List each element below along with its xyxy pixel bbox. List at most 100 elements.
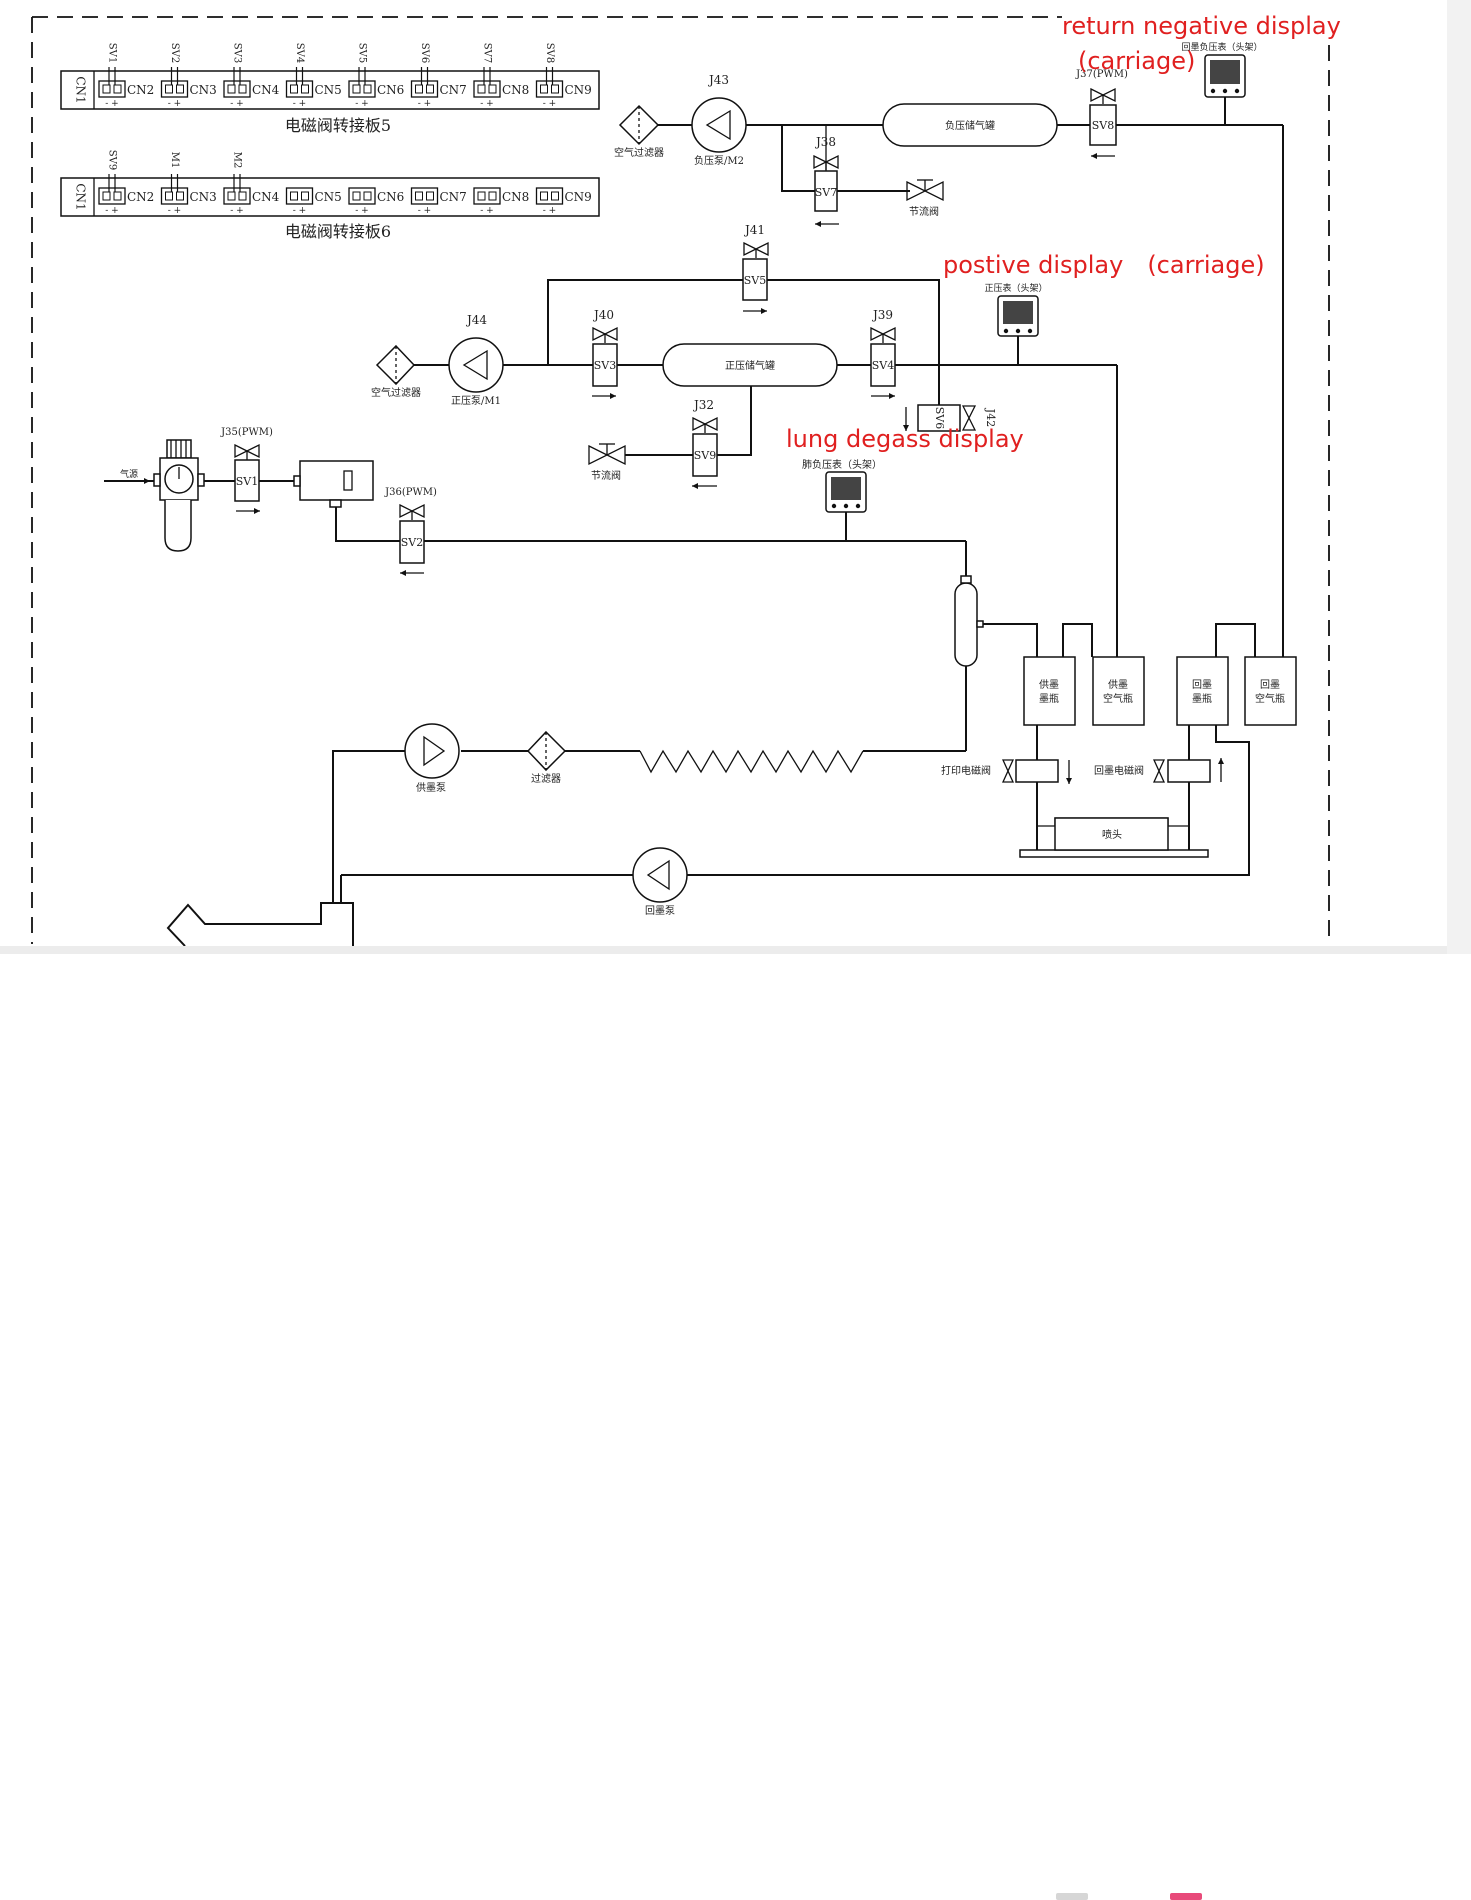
annotation-positive: postive display (carriage) [943, 251, 1265, 279]
j41-label: J41 [743, 223, 765, 237]
annotation-return-negative: return negative display [1062, 12, 1341, 40]
positive-pump: J44 正压泵/M1 [448, 313, 504, 407]
valve-sv9: J32 SV9 [692, 398, 718, 489]
valve-sv8: J37(PWM) SV8 [1075, 69, 1128, 159]
valve-sv7: J38 SV7 [813, 135, 839, 227]
j36-label: J36(PWM) [384, 487, 437, 498]
board5-connector-label: CN4 [252, 83, 280, 97]
board6-wire-label: M1 [169, 152, 180, 169]
supply-pump-label: 供墨泵 [416, 781, 446, 794]
board6-polarity: - + [355, 206, 368, 216]
board5-wire-label: SV5 [357, 43, 368, 63]
return-valve-label: 回墨电磁阀 [1094, 764, 1144, 777]
board5-connector: CN9- +SV8 [535, 43, 592, 109]
return-ink-2: 墨瓶 [1192, 692, 1212, 705]
board6-wire-label: M2 [232, 152, 243, 169]
j39-label: J39 [871, 308, 893, 322]
board6-title: 电磁阀转接板6 [285, 222, 391, 241]
return-neg-gauge-label: 回墨负压表（头架） [1181, 41, 1262, 53]
board5-polarity: - + [168, 99, 181, 109]
positive-tank-label: 正压储气罐 [725, 359, 775, 372]
board5-connector: CN6- +SV5 [348, 43, 404, 109]
negative-pump-label: 负压泵/M2 [694, 154, 744, 167]
vertical-scrollbar[interactable] [1447, 0, 1471, 954]
ink-separator [954, 575, 984, 667]
toolbar-chip[interactable] [1056, 1893, 1088, 1900]
board6-connector: CN6- + [348, 187, 404, 216]
filter-label: 过滤器 [531, 772, 561, 785]
throttle-mid-label: 节流阀 [591, 469, 621, 482]
air-filter-top: 空气过滤器 [614, 104, 664, 159]
board5-wire-label: SV7 [482, 43, 493, 63]
sv1-label: SV1 [236, 475, 258, 488]
supply-pump: 供墨泵 [404, 723, 460, 794]
board6-connector: CN9- + [535, 187, 592, 216]
sv6-label: SV6 [933, 407, 946, 429]
positive-gauge-label: 正压表（头架） [984, 282, 1047, 294]
board6-polarity: - + [105, 206, 118, 216]
board6-connector: CN7 - + [410, 187, 467, 216]
sv5-label: SV5 [744, 274, 766, 287]
toolbar-chip[interactable] [1170, 1893, 1202, 1900]
nozzle: 喷头 [1054, 817, 1169, 851]
board6-connector-label: CN2 [127, 190, 154, 204]
board5-connector-label: CN8 [502, 83, 529, 97]
board5-connector-label: CN2 [127, 83, 154, 97]
board5-connector: CN7- +SV6 [410, 43, 467, 109]
air-source-line: 气源 J35(PWM) SV1 J [104, 427, 967, 578]
annotations: return negative display (carriage) posti… [786, 12, 1341, 453]
return-air-2: 空气瓶 [1255, 692, 1285, 705]
sv4-label: SV4 [872, 359, 894, 372]
j42-label: J42 [984, 408, 997, 427]
valve-sv1: J35(PWM) SV1 [220, 427, 273, 514]
throttle-valve-top: 节流阀 [906, 179, 944, 218]
board6-connector-label: CN3 [190, 190, 217, 204]
print-valve-label: 打印电磁阀 [941, 764, 991, 777]
sv2-label: SV2 [401, 536, 423, 549]
lung-gauge-label: 肺负压表（头架） [802, 458, 882, 471]
board5-connector-label: CN5 [315, 83, 342, 97]
lung-gauge: 肺负压表（头架） [802, 458, 882, 513]
valve-sv6: SV6 J42 [903, 404, 997, 432]
lung-vessel [293, 460, 374, 508]
board5-connector: CN2- +SV1 [98, 43, 154, 109]
return-pump: 回墨泵 [632, 847, 688, 917]
positive-tank: 正压储气罐 [662, 343, 838, 387]
air-source-label: 气源 [120, 468, 138, 480]
supply-ink-2: 墨瓶 [1039, 692, 1059, 705]
board5-wire-label: SV8 [544, 43, 555, 63]
board6-polarity: - + [293, 206, 306, 216]
board6-polarity: - + [168, 206, 181, 216]
board6-polarity: - + [480, 206, 493, 216]
board5-wire-label: SV6 [419, 43, 430, 63]
air-filter-top-label: 空气过滤器 [614, 146, 664, 159]
negative-pump: J43 负压泵/M2 [691, 73, 747, 167]
return-pump-label: 回墨泵 [645, 905, 675, 917]
dashed-frame [31, 16, 1330, 944]
board5-title: 电磁阀转接板5 [285, 116, 391, 135]
board5-polarity: - + [480, 99, 493, 109]
sv7-label: SV7 [815, 186, 837, 199]
board5-polarity: - + [230, 99, 243, 109]
board6-connector: CN3 - + M1 [160, 152, 217, 216]
board6-polarity: - + [418, 206, 431, 216]
throttle-valve-mid: 节流阀 [588, 443, 626, 482]
j44-label: J44 [465, 313, 487, 327]
supply-ink-1: 供墨 [1039, 678, 1059, 691]
annotation-return-negative-carriage: (carriage) [1078, 47, 1195, 75]
return-solenoid-valve: 回墨电磁阀 [1094, 758, 1224, 783]
supply-ink-bottle: 供墨 墨瓶 [1023, 656, 1076, 726]
board6-connector-label: CN4 [252, 190, 280, 204]
supply-air-bottle: 供墨 空气瓶 [1092, 656, 1145, 726]
return-negative-gauge: 回墨负压表（头架） [1181, 41, 1263, 98]
board6-connector-label: CN7 [440, 190, 467, 204]
board5-connector: CN4 - + SV3 [223, 43, 280, 109]
valve-sv5: J41 SV5 [742, 223, 769, 314]
board5-wire-label: SV3 [232, 43, 243, 63]
negative-tank-label: 负压储气罐 [945, 119, 995, 132]
board5-connector: CN3- +SV2 [160, 43, 217, 109]
board5-wire-label: SV2 [169, 43, 180, 63]
